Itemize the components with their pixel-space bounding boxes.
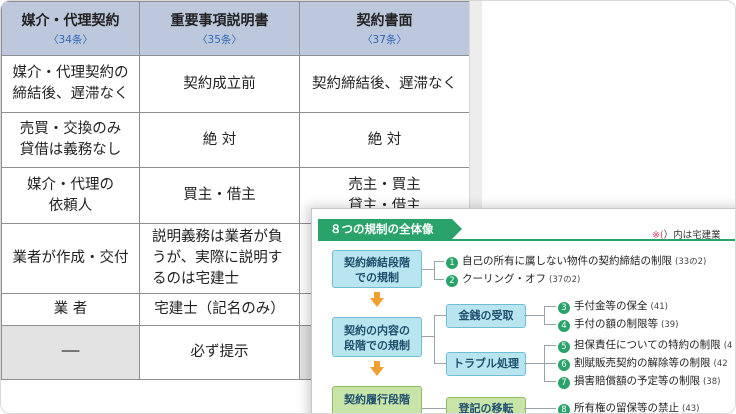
number-badge-icon: 7 [558, 377, 570, 389]
connector-line [434, 261, 444, 262]
cell: 売買・交換のみ貸借は義務なし [1, 112, 140, 168]
connector-line [524, 363, 544, 364]
cell: 業 者 [1, 293, 140, 326]
cell: ── [1, 325, 140, 380]
number-badge-icon: 6 [558, 359, 570, 371]
stage-box-contract-content: 契約の内容の段階での規制 [332, 317, 422, 357]
arrow-stem [374, 361, 380, 367]
connector-line [544, 306, 556, 307]
number-badge-icon: 2 [446, 275, 458, 287]
sub-box-registration-transfer: 登記の移転 [446, 397, 526, 413]
connector-line [544, 345, 556, 346]
down-arrow-icon [370, 298, 384, 307]
connector-line [544, 381, 556, 382]
cell: 絶 対 [139, 112, 300, 168]
cell: 絶 対 [299, 112, 470, 168]
header-cell: 契約書面〈37条〉 [299, 1, 470, 56]
header-cell: 重要事項説明書〈35条〉 [139, 1, 300, 56]
number-badge-icon: 3 [558, 302, 570, 314]
table-header-row: 媒介・代理契約〈34条〉 重要事項説明書〈35条〉 契約書面〈37条〉 [1, 1, 470, 56]
cell: 契約成立前 [139, 55, 300, 113]
number-badge-icon: 1 [446, 257, 458, 269]
card-note: ※(）内は宅建業 [652, 230, 721, 241]
connector-line [434, 279, 444, 280]
connector-line [434, 315, 435, 363]
cell: 業者が作成・交付 [1, 223, 140, 294]
cell: 媒介・代理契約の締結後、遅滞なく [1, 55, 140, 113]
cell: 説明義務は業者が負うが、実際に説明するのは宅建士 [139, 223, 300, 294]
cell: 宅建士（記名のみ） [139, 293, 300, 326]
connector-line [422, 408, 446, 409]
arrow-stem [374, 292, 380, 298]
header-cell: 媒介・代理契約〈34条〉 [1, 1, 140, 56]
number-badge-icon: 8 [558, 404, 570, 413]
number-badge-icon: 4 [558, 320, 570, 332]
connector-line [544, 324, 556, 325]
connector-line [524, 408, 556, 409]
connector-line [434, 261, 435, 279]
connector-line [422, 269, 434, 270]
cell: 買主・借主 [139, 167, 300, 224]
connector-line [524, 315, 544, 316]
table-row: 媒介・代理契約の締結後、遅滞なく 契約成立前 契約締結後、遅滞なく [1, 55, 470, 113]
table-row: 売買・交換のみ貸借は義務なし 絶 対 絶 対 [1, 112, 470, 168]
stage-box-contract-conclusion: 契約締結段階での規制 [332, 250, 422, 288]
card-title: ８つの規制の全体像 [318, 219, 462, 239]
cell: 契約締結後、遅滞なく [299, 55, 470, 113]
number-badge-icon: 5 [558, 341, 570, 353]
connector-line [544, 306, 545, 324]
connector-line [544, 363, 556, 364]
stage-box-contract-performance: 契約履行段階 [332, 386, 422, 413]
down-arrow-icon [370, 367, 384, 376]
regulation-overview-card: ８つの規制の全体像 ※(）内は宅建業 契約締結段階での規制 契約の内容の段階での… [311, 208, 735, 413]
cell: 媒介・代理の依頼人 [1, 167, 140, 224]
title-underline [318, 239, 735, 241]
cell: 必ず提示 [139, 325, 300, 380]
sub-box-trouble-handling: トラブル処理 [446, 352, 526, 376]
sub-box-money-receipt: 金銭の受取 [446, 304, 526, 328]
connector-line [422, 336, 434, 337]
connector-line [434, 363, 446, 364]
connector-line [434, 315, 446, 316]
